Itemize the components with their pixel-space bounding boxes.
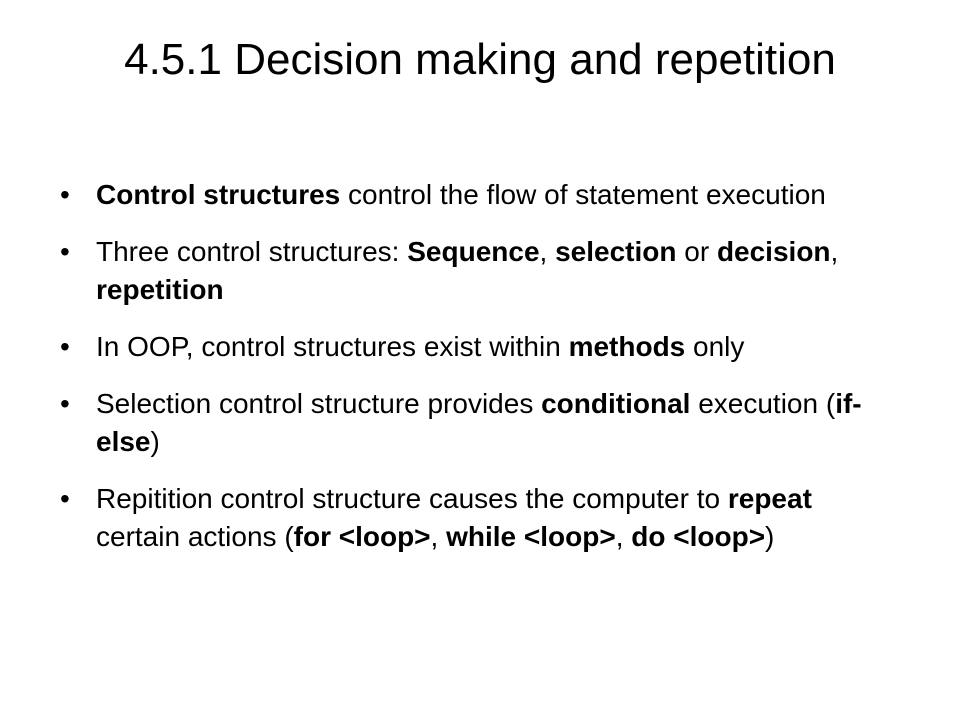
- text-segment: Three control structures:: [96, 236, 408, 267]
- bullet-marker: •: [60, 179, 70, 210]
- bold-text: decision: [716, 236, 831, 267]
- bold-text: conditional: [541, 388, 691, 419]
- bullet-item: • In OOP, control structures exist within…: [60, 328, 890, 366]
- bold-text: do <loop>: [631, 521, 766, 552]
- text-segment: only: [685, 331, 745, 362]
- text-segment: control the flow of statement execution: [340, 179, 826, 210]
- text-segment: certain actions (: [96, 521, 294, 552]
- bullet-marker: •: [60, 483, 70, 514]
- bullet-list: • Control structures control the flow of …: [60, 176, 890, 556]
- bold-text: while <loop>: [446, 521, 616, 552]
- text-segment: Repitition control structure causes the …: [96, 483, 728, 514]
- bold-text: methods: [568, 331, 686, 362]
- bullet-marker: •: [60, 388, 70, 419]
- bold-text: Control structures: [96, 179, 341, 210]
- text-segment: ): [150, 426, 160, 457]
- text-segment: ,: [615, 521, 632, 552]
- text-segment: ,: [830, 236, 839, 267]
- bullet-item: • Control structures control the flow of …: [60, 176, 890, 214]
- text-segment: execution (: [690, 388, 836, 419]
- bold-text: repeat: [727, 483, 812, 514]
- bullet-item: • Repitition control structure causes the…: [60, 480, 890, 556]
- slide-title: 4.5.1 Decision making and repetition: [124, 35, 836, 84]
- bold-text: selection: [555, 236, 677, 267]
- text-segment: ,: [430, 521, 447, 552]
- bullet-marker: •: [60, 236, 70, 267]
- bold-text: repetition: [96, 274, 224, 305]
- bullet-item: • Selection control structure provides co…: [60, 385, 890, 461]
- bullet-item: • Three control structures: Sequence, sel…: [60, 233, 890, 309]
- bold-text: Sequence: [407, 236, 540, 267]
- text-segment: ,: [539, 236, 556, 267]
- text-segment: In OOP, control structures exist within: [96, 331, 569, 362]
- text-segment: ): [765, 521, 775, 552]
- text-segment: or: [676, 236, 717, 267]
- text-segment: Selection control structure provides: [96, 388, 542, 419]
- bold-text: for <loop>: [293, 521, 431, 552]
- bullet-marker: •: [60, 331, 70, 362]
- bold-text: if-else: [96, 388, 862, 457]
